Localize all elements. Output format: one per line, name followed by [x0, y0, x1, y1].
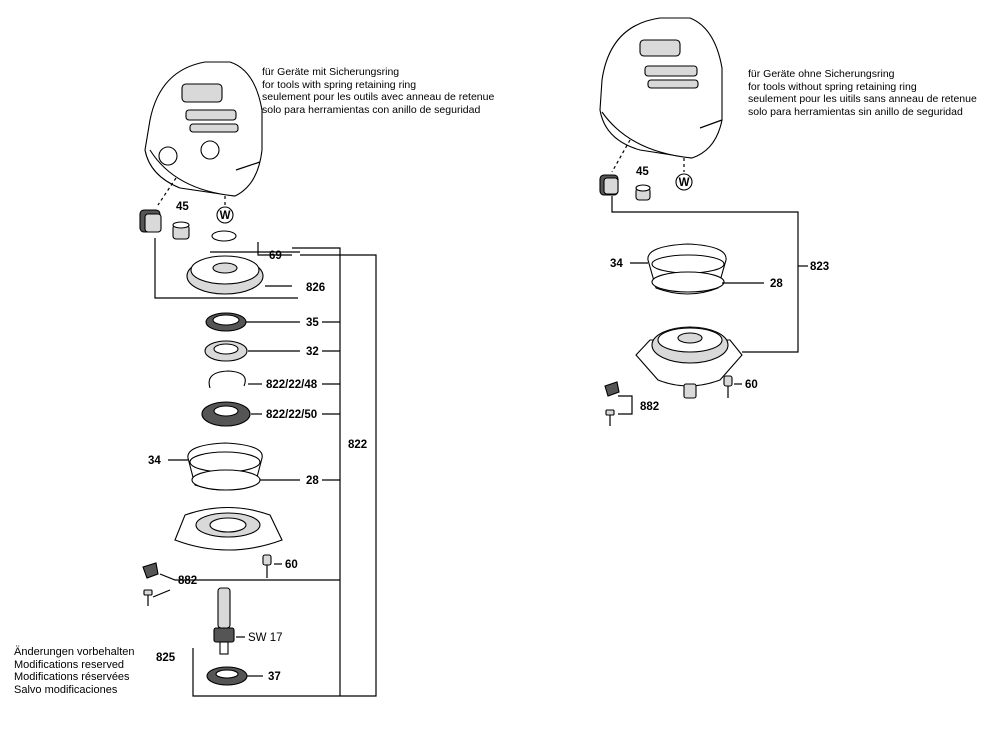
- right-pinion: [599, 174, 619, 196]
- modifications-footer-note: Änderungen vorbehalten Modifications res…: [14, 646, 134, 696]
- right-screw-882: [605, 409, 615, 426]
- left-screw-60: [262, 554, 272, 578]
- left-w-marker: W: [216, 206, 234, 224]
- footer-note-line: Modifications reserved: [14, 658, 125, 671]
- left-note-line: solo para herramientas con anillo de seg…: [262, 103, 481, 116]
- right-label-28: 28: [770, 278, 783, 290]
- footer-note-line: Modifications réservées: [14, 671, 130, 684]
- right-oring-28: [651, 271, 725, 293]
- left-note-line: für Geräte mit Sicherungsring: [262, 66, 400, 78]
- right-label-45: 45: [636, 166, 649, 178]
- left-label-822: 822: [348, 439, 367, 451]
- left-pinion: [139, 209, 162, 233]
- left-bevel-gear: [186, 255, 264, 295]
- right-pinion-nut: [635, 184, 651, 201]
- left-spindle: [213, 587, 235, 655]
- right-note-line: seulement pour les uitils sans anneau de…: [748, 93, 977, 106]
- left-label-826: 826: [306, 282, 325, 294]
- left-label-28: 28: [306, 475, 319, 487]
- left-clamping-nut: [206, 666, 248, 686]
- left-label-822-22-48: 822/22/48: [266, 379, 318, 391]
- left-pinion-nut: [172, 221, 190, 240]
- left-needle-bearing: [205, 312, 247, 332]
- left-label-882: 882: [178, 575, 197, 587]
- left-label-69: 69: [269, 250, 282, 262]
- footer-note-line: Änderungen vorbehalten: [14, 646, 135, 658]
- right-gear-housing: [599, 17, 723, 159]
- left-label-sw17: SW 17: [248, 632, 283, 644]
- right-w-marker: W: [675, 173, 693, 191]
- left-bearing-32: [204, 340, 248, 362]
- right-screw-60: [723, 375, 733, 398]
- footer-note-line: Salvo modificaciones: [14, 683, 118, 696]
- right-applicability-note: für Geräte ohne Sicherungsring for tools…: [748, 68, 977, 118]
- left-label-37: 37: [268, 671, 281, 683]
- left-note-line: seulement pour les outils avec anneau de…: [262, 91, 495, 104]
- left-label-822-22-50: 822/22/50: [266, 409, 317, 421]
- left-applicability-note: für Geräte mit Sicherungsring for tools …: [262, 66, 494, 116]
- left-label-825: 825: [156, 652, 176, 664]
- left-label-34: 34: [148, 455, 161, 467]
- left-ring-69: [211, 230, 237, 242]
- left-lock-lever: [142, 562, 159, 579]
- right-note-line: für Geräte ohne Sicherungsring: [748, 68, 895, 80]
- left-gear-housing: [144, 61, 263, 197]
- right-label-882: 882: [640, 401, 659, 413]
- left-label-45: 45: [176, 201, 189, 213]
- left-label-60: 60: [285, 559, 298, 571]
- right-bearing-flange-assembly: [635, 326, 743, 399]
- right-label-823: 823: [810, 261, 829, 273]
- left-note-line: for tools with spring retaining ring: [262, 78, 417, 91]
- right-lock-lever: [604, 381, 620, 397]
- left-bearing-flange: [174, 506, 283, 551]
- left-label-32: 32: [306, 346, 319, 358]
- left-oring-28: [191, 469, 261, 491]
- left-label-35: 35: [306, 317, 319, 329]
- left-ball-bearing: [201, 401, 251, 427]
- right-w-text: W: [679, 177, 690, 189]
- left-screw-882: [143, 589, 153, 606]
- right-label-34: 34: [610, 258, 623, 270]
- left-retaining-ring: [208, 370, 246, 389]
- left-w-text: W: [220, 210, 231, 222]
- right-note-line: for tools without spring retaining ring: [748, 80, 917, 93]
- right-label-60: 60: [745, 379, 758, 391]
- right-note-line: solo para herramientas sin anillo de seg…: [748, 105, 963, 118]
